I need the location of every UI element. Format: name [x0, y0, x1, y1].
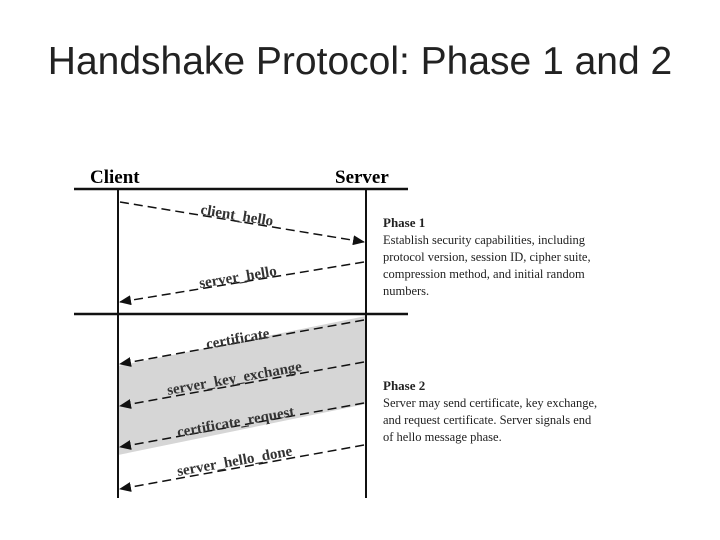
phase2-desc-line: and request certificate. Server signals …: [383, 413, 592, 427]
phase2-desc-line: of hello message phase.: [383, 430, 502, 444]
server-hello-label: server_hello: [198, 264, 278, 292]
phase1-desc-line: Establish security capabilities, includi…: [383, 233, 586, 247]
phase2-desc-line: Server may send certificate, key exchang…: [383, 396, 597, 410]
phase2-title: Phase 2: [383, 378, 425, 393]
phase1-title: Phase 1: [383, 215, 425, 230]
server-header: Server: [335, 167, 389, 188]
optional-messages-shade: [118, 316, 366, 455]
slide-title: Handshake Protocol: Phase 1 and 2: [47, 40, 673, 83]
client-hello-label: client_hello: [199, 202, 274, 230]
phase1-desc-line: numbers.: [383, 284, 429, 298]
client-header: Client: [90, 167, 140, 188]
phase1-desc-line: protocol version, session ID, cipher sui…: [383, 250, 591, 264]
phase1-desc-line: compression method, and initial random: [383, 267, 585, 281]
server-hello-done-label: server_hello_done: [176, 443, 294, 479]
